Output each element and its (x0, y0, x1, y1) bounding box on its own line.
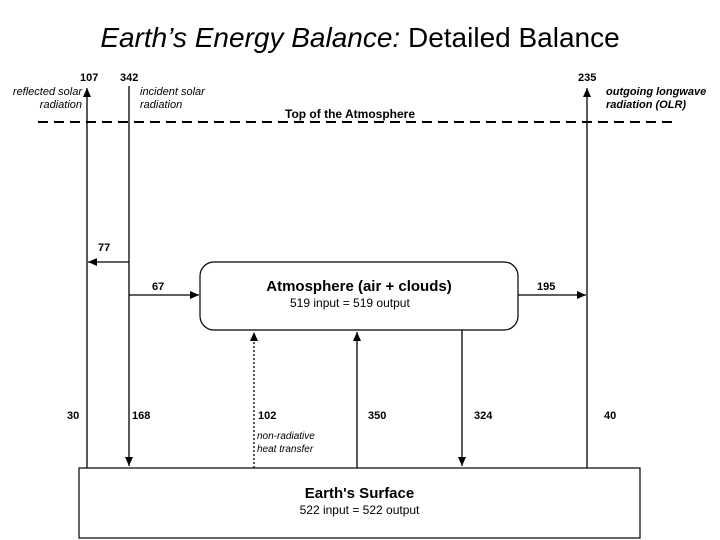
atmosphere-box: Atmosphere (air + clouds) 519 input = 51… (200, 278, 518, 310)
olr-label-line2: radiation (OLR) (606, 99, 687, 111)
atmosphere-box-name: Atmosphere (air + clouds) (266, 278, 452, 295)
slide-title: Earth’s Energy Balance: Detailed Balance (0, 22, 720, 54)
surface-box-balance: 522 input = 522 output (299, 503, 420, 517)
surface-box-name: Earth's Surface (304, 485, 415, 502)
reflected-label-line1: reflected solar (12, 86, 82, 98)
olr-value: 235 (578, 72, 597, 84)
incident-label: incident solar radiation (140, 86, 205, 112)
surface-box: Earth's Surface 522 input = 522 output (79, 485, 640, 517)
non-radiative-value: 102 (258, 410, 277, 422)
non-radiative-label: non-radiative heat transfer (257, 430, 315, 456)
incident-label-line2: radiation (140, 99, 183, 111)
title-rest: Detailed Balance (400, 22, 620, 53)
olr-label: outgoing longwave radiation (OLR) (606, 86, 706, 112)
reflected-label-line2: radiation (39, 99, 82, 111)
back-radiation-value: 324 (474, 410, 493, 422)
reflected-value: 107 (80, 72, 99, 84)
surface-reflected-value: 30 (67, 410, 80, 422)
atmosphere-box-shape (199, 261, 519, 331)
surface-absorbed-value: 168 (132, 410, 151, 422)
incident-label-line1: incident solar (140, 86, 205, 98)
surface-box-shape (78, 467, 641, 539)
incident-value: 342 (120, 72, 139, 84)
atmosphere-absorbed-value: 67 (152, 281, 165, 293)
toa-label: Top of the Atmosphere (285, 107, 415, 121)
reflected-label: reflected solar radiation (2, 86, 82, 112)
atmosphere-reflected-value: 77 (98, 242, 111, 254)
non-radiative-label-line1: non-radiative (257, 431, 315, 442)
window-value: 40 (604, 410, 617, 422)
longwave-up-value: 350 (368, 410, 387, 422)
non-radiative-label-line2: heat transfer (257, 444, 314, 455)
title-lead: Earth’s Energy Balance: (100, 22, 401, 53)
atmosphere-box-balance: 519 input = 519 output (290, 296, 410, 310)
olr-label-line1: outgoing longwave (606, 86, 707, 98)
atmosphere-emitted-value: 195 (537, 281, 556, 293)
